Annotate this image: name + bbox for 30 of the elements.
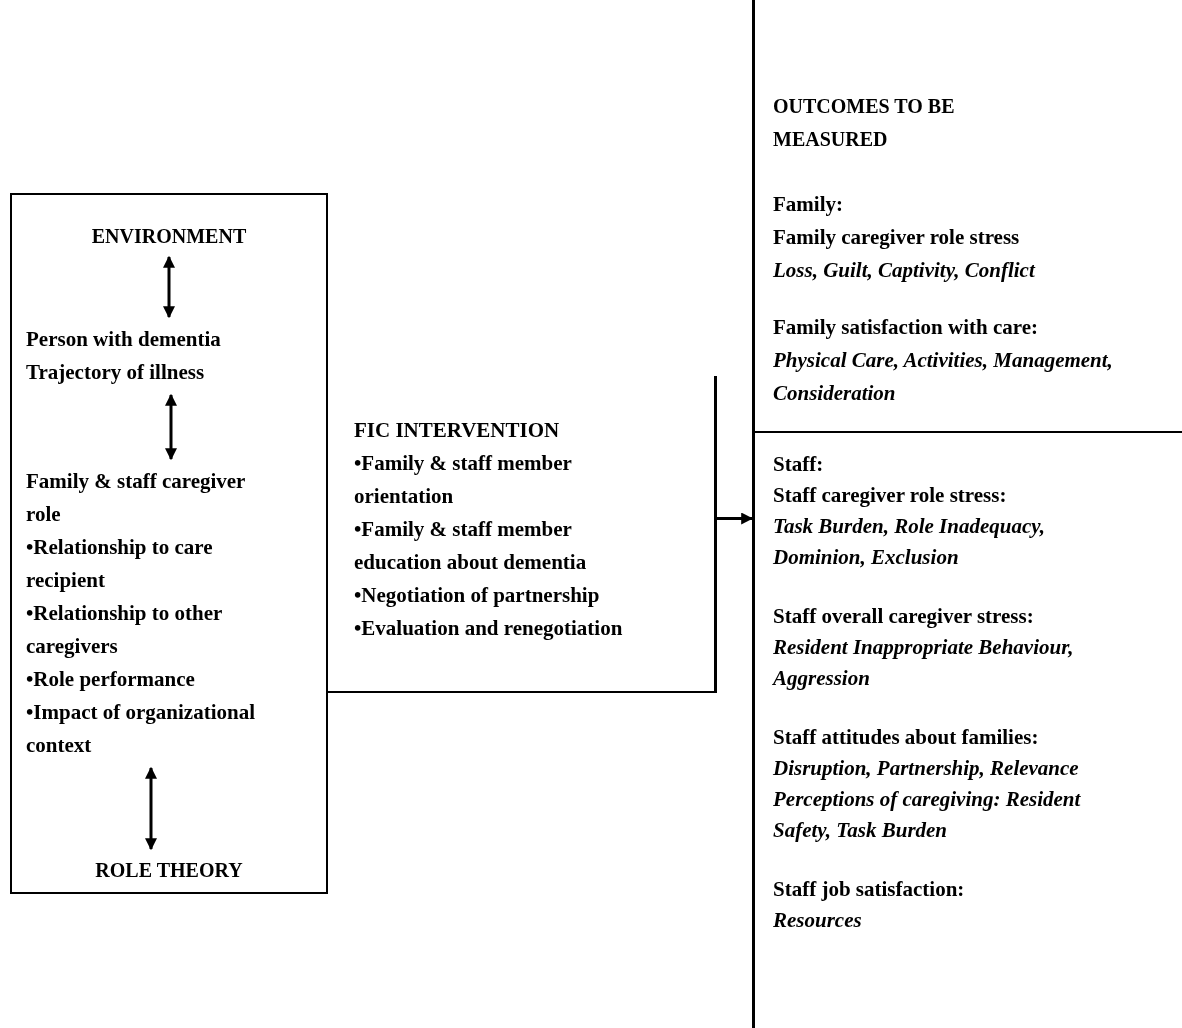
- body-text: Family satisfaction with care: Physical Care, Activities, Management, Consideration: [773, 314, 1114, 407]
- heading-text: Staff:: [773, 451, 825, 478]
- body-text: •Negotiation of partnership: [354, 582, 601, 609]
- body-text: Staff attitudes about families: Disruption, Partnership, Relevance Perceptions of caregiving: Resident Safety, Task Burden: [773, 724, 1082, 844]
- body-text: •Family & staff member education about dementia: [354, 516, 588, 576]
- heading-text: FIC INTERVENTION: [354, 417, 561, 444]
- body-text: •Impact of organizational context: [26, 699, 256, 759]
- body-text: ENVIRONMENT: [91, 224, 247, 249]
- body-text: •Role performance: [26, 666, 196, 693]
- body-text: Staff overall caregiver stress: Resident Inappropriate Behaviour, Aggression: [773, 603, 1075, 692]
- outcomes-panel: [752, 0, 1182, 1028]
- arrow: [145, 766, 157, 851]
- body-text: Family caregiver role stress Loss, Guilt, Captivity, Conflict: [773, 224, 1037, 284]
- heading-text: Person with dementia: [26, 326, 222, 353]
- body-text: ROLE THEORY: [95, 858, 243, 883]
- body-text: •Relationship to other caregivers: [26, 600, 223, 660]
- arrow: [165, 393, 177, 461]
- body-text: OUTCOMES TO BE MEASURED: [773, 94, 956, 152]
- body-text: •Evaluation and renegotiation: [354, 615, 624, 642]
- heading-text: Family:: [773, 191, 844, 218]
- body-text: Staff caregiver role stress: Task Burden, Role Inadequacy, Dominion, Exclusion: [773, 482, 1047, 571]
- heading-text: Family & staff caregiver role: [26, 468, 247, 528]
- framework-box: [10, 193, 328, 894]
- body-text: Trajectory of illness: [26, 359, 206, 386]
- body-text: •Relationship to care recipient: [26, 534, 214, 594]
- arrow: [717, 512, 754, 525]
- intervention-box: [328, 376, 717, 693]
- body-text: •Family & staff member orientation: [354, 450, 573, 510]
- body-text: Staff job satisfaction: Resources: [773, 876, 966, 934]
- arrow: [163, 255, 175, 319]
